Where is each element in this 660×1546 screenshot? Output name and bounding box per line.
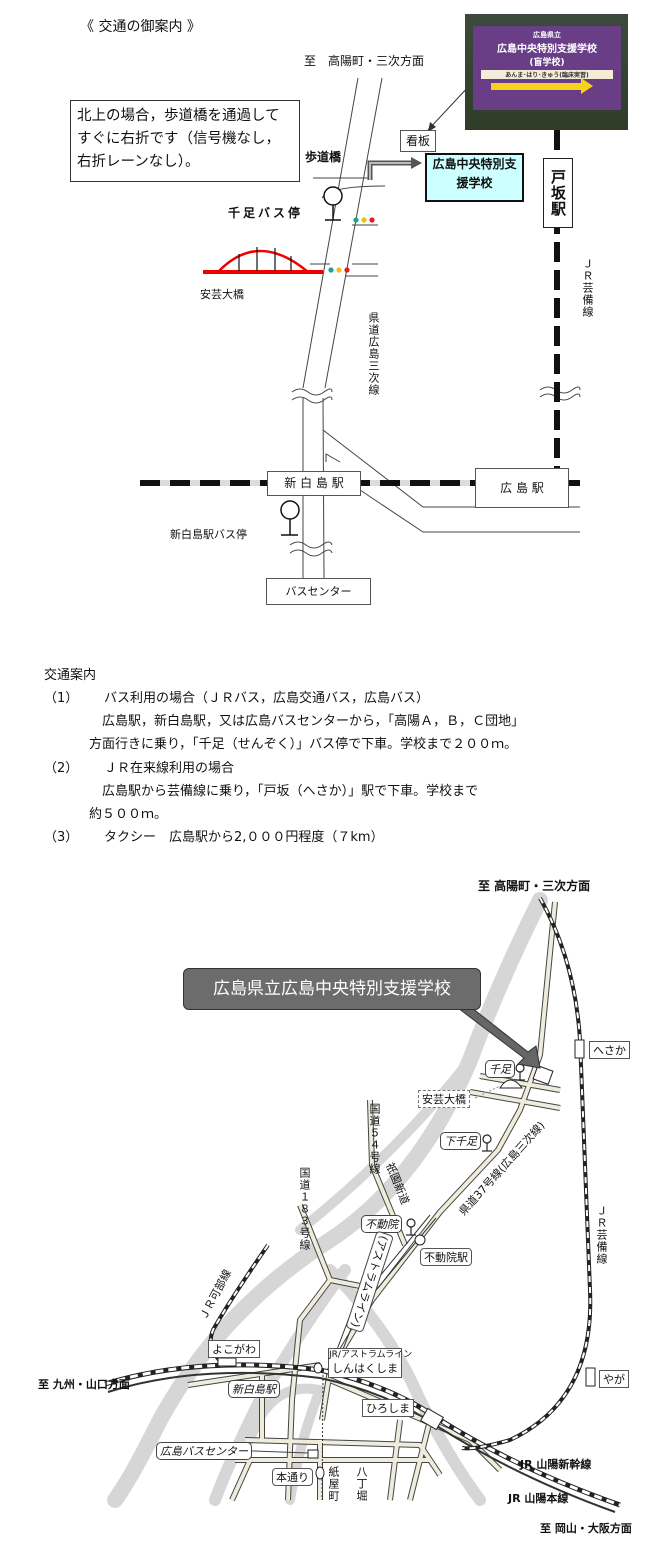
shimo-senzoku-stop-label: 下千足	[440, 1132, 481, 1150]
sanyo-line-label: JR 山陽本線	[508, 1492, 569, 1505]
guide-item-line: 広島駅から芸備線に乗り，「戸坂（へさか）」駅で下車。学校まで	[102, 784, 479, 799]
guide-item-title: バス利用の場合（ＪＲバス，広島交通バス，広島バス）	[104, 691, 430, 706]
shinhakushima-bus-stop-label: 新白島駅バス停	[170, 528, 247, 541]
west-direction-label: 至 九州・山口方面	[38, 1378, 130, 1391]
traffic-light-icon	[328, 267, 350, 273]
geibi-line-label: ＪＲ芸備線	[595, 1205, 608, 1265]
hatchobori-label: 八丁堀	[355, 1466, 368, 1502]
photo-sign-line4: あんま･はり･きゅう(臨床実習)	[481, 70, 613, 79]
senzoku-stop-label: 千足	[485, 1060, 515, 1078]
bus-stop-icon	[280, 500, 300, 536]
arrow-right-icon	[491, 78, 593, 94]
pedestrian-bridge-label: 歩道橋	[305, 150, 342, 164]
guide-item-title: タクシー 広島駅から2,０００円程度（７km）	[104, 830, 384, 845]
east-direction-label: 至 岡山・大阪方面	[540, 1522, 632, 1535]
gion-shindo-label: 祇園新道	[383, 1160, 412, 1207]
aki-bridge-icon	[499, 1079, 524, 1089]
aki-bridge-label: 安芸大橋	[418, 1090, 470, 1108]
road-break-icon	[289, 386, 581, 557]
guide-item-num: （3）	[44, 830, 79, 845]
route54-label: 国道５４号線	[368, 1103, 381, 1175]
guide-item-num: （1）	[44, 691, 79, 706]
astram-line-label: (アストラムライン)	[345, 1230, 394, 1333]
prefectural-road-label: 県道広島三次線	[367, 312, 380, 396]
photo-sign-line3: (盲学校)	[529, 58, 565, 68]
school-callout: 広島県立広島中央特別支援学校	[183, 968, 481, 1010]
guide-item-line: 約５００ｍ。	[89, 807, 168, 822]
guide-item-num: （2）	[44, 761, 79, 776]
callout-arrow-icon	[456, 1007, 541, 1069]
page-title: 《 交通の御案内 》	[80, 19, 201, 35]
bus-stop-icon	[323, 186, 343, 221]
shinhakushima-station-box: 新 白 島 駅	[267, 471, 361, 496]
aki-bridge-icon	[203, 247, 323, 274]
senzoku-bus-stop-label: 千足バス停	[228, 206, 304, 220]
signboard-label: 看板	[400, 130, 436, 152]
yokogawa-station-label: よこがわ	[208, 1340, 260, 1358]
aki-bridge-label: 安芸大橋	[200, 288, 244, 301]
shinhakushima-line2: しんはくしま	[332, 1362, 398, 1375]
route183-label: 国道１８３号線	[298, 1167, 311, 1251]
guide-item-title: ＪＲ在来線利用の場合	[104, 761, 235, 776]
north-route-note: 北上の場合，歩道橋を通過してすぐに右折です（信号機なし，右折レーンなし）。	[70, 100, 300, 182]
traffic-light-icon	[353, 217, 375, 223]
photo-sign-line2: 広島中央特別支援学校	[497, 44, 597, 55]
yaga-station-label: やが	[599, 1370, 629, 1388]
school-box: 広島中央特別支援学校	[425, 153, 524, 202]
guide-heading: 交通案内	[44, 668, 97, 683]
bus-center-label: 広島バスセンター	[156, 1442, 252, 1460]
signboard-photo: 広島県立 広島中央特別支援学校 (盲学校) あんま･はり･きゅう(臨床実習)	[465, 14, 628, 130]
geibi-line-label: ＪＲ芸備線	[581, 258, 594, 318]
guide-item-line: 方面行きに乗り，「千足（せんぞく）」バス停で下車。学校まで２００ｍ。	[89, 737, 518, 752]
bottom-north-direction: 至 高陽町・三次方面	[478, 879, 591, 893]
shinkansen-label: JR 山陽新幹線	[520, 1458, 592, 1471]
fudoin-station-label: 不動院駅	[420, 1248, 472, 1266]
photo-sign-line1: 広島県立	[533, 31, 561, 39]
hondori-station-label: 本通り	[272, 1468, 313, 1486]
kamiyacho-label: 紙屋町	[327, 1466, 340, 1502]
hesaka-station-label: へさか	[589, 1041, 630, 1059]
shinhakushima-station-label: JR/アストラムライン しんはくしま	[328, 1348, 413, 1378]
fudoin-stop-label: 不動院	[361, 1215, 402, 1233]
bus-center-box: バスセンター	[266, 578, 371, 605]
kabe-line-label: ＪＲ可部線	[196, 1267, 235, 1323]
guide-item-line: 広島駅，新白島駅，又は広島バスセンターから，「高陽Ａ，Ｂ，Ｃ団地」	[102, 714, 525, 729]
hiroshima-station-label: ひろしま	[362, 1399, 414, 1417]
hiroshima-station-box: 広 島 駅	[475, 468, 569, 508]
shinhakushima-line1: JR/アストラムライン	[329, 1350, 413, 1360]
north-direction-label: 至 高陽町・三次方面	[304, 54, 425, 68]
hesaka-station-box: 戸坂駅	[543, 158, 573, 228]
shinhakushima-bus-label: 新白島駅	[228, 1380, 280, 1398]
